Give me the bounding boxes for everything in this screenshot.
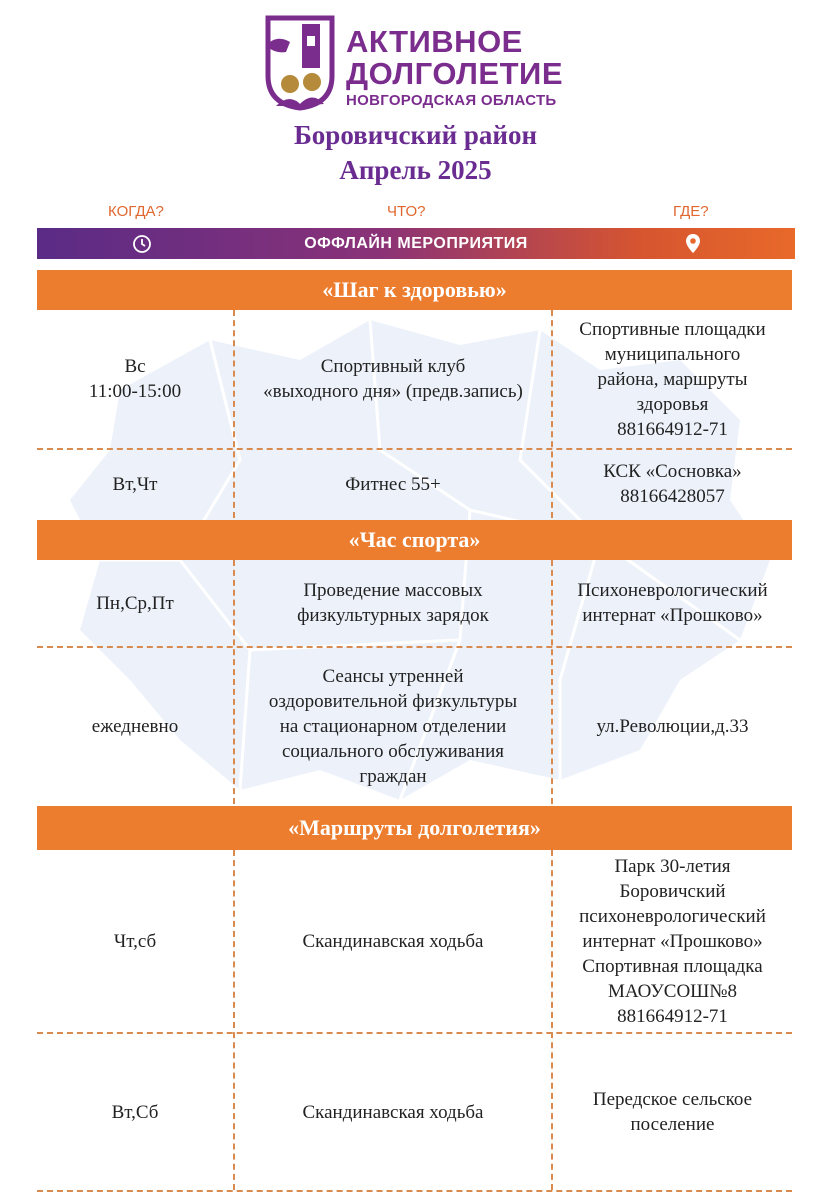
cell-what: Сеансы утренней оздоровительной физкульт… bbox=[268, 665, 518, 787]
offline-events-banner: ОФФЛАЙН МЕРОПРИЯТИЯ bbox=[37, 228, 795, 259]
district-title: Боровичский район bbox=[293, 120, 538, 150]
cell-where: Парк 30-летия Боровичский психоневрологи… bbox=[579, 855, 766, 1027]
banner-title: ОФФЛАЙН МЕРОПРИЯТИЯ bbox=[304, 235, 528, 252]
table-bottom-border bbox=[37, 1190, 792, 1192]
column-label-when: КОГДА? bbox=[108, 203, 164, 220]
cell-where: Передское сельское поселение bbox=[592, 1089, 753, 1135]
section-header-sport-hour: «Час спорта» bbox=[37, 520, 792, 560]
row-divider bbox=[37, 448, 792, 450]
column-divider bbox=[551, 560, 553, 804]
column-divider bbox=[551, 310, 553, 518]
cell-what: Спортивный клуб «выходного дня» (предв.з… bbox=[263, 356, 523, 402]
cell-where: КСК «Сосновка» 88166428057 bbox=[603, 461, 742, 507]
column-divider bbox=[551, 850, 553, 1190]
cell-what: Проведение массовых физкультурных зарядо… bbox=[297, 580, 489, 626]
column-label-where: ГДЕ? bbox=[673, 203, 709, 220]
logo-emblem-icon bbox=[265, 15, 335, 111]
column-divider bbox=[233, 560, 235, 804]
section-header-step-to-health: «Шаг к здоровью» bbox=[37, 270, 792, 310]
cell-what: Скандинавская ходьба bbox=[302, 1101, 484, 1123]
section-header-longevity-routes: «Маршруты долголетия» bbox=[37, 806, 792, 850]
cell-when: Чт,сб bbox=[113, 930, 157, 952]
cell-where: ул.Революции,д.33 bbox=[596, 715, 749, 737]
cell-where: Спортивные площадки муниципального район… bbox=[579, 318, 766, 440]
cell-when: Вт,Сб bbox=[111, 1101, 159, 1123]
cell-what: Фитнес 55+ bbox=[345, 473, 441, 495]
cell-where: Психоневрологический интернат «Прошково» bbox=[577, 580, 768, 626]
logo-title-line2: ДОЛГОЛЕТИЕ bbox=[346, 56, 564, 91]
logo-region: НОВГОРОДСКАЯ ОБЛАСТЬ bbox=[346, 92, 557, 109]
period-title: Апрель 2025 bbox=[339, 155, 492, 185]
cell-when: ежедневно bbox=[91, 715, 179, 737]
logo: АКТИВНОЕ ДОЛГОЛЕТИЕ НОВГОРОДСКАЯ ОБЛАСТЬ bbox=[262, 12, 582, 112]
cell-when: Вс 11:00-15:00 bbox=[88, 356, 182, 402]
location-pin-icon bbox=[686, 234, 700, 253]
column-divider bbox=[233, 850, 235, 1190]
cell-when: Пн,Ср,Пт bbox=[96, 592, 174, 614]
logo-title-line1: АКТИВНОЕ bbox=[346, 24, 523, 59]
cell-what: Скандинавская ходьба bbox=[302, 930, 484, 952]
cell-when: Вт,Чт bbox=[112, 473, 158, 495]
row-divider bbox=[37, 1032, 792, 1034]
column-divider bbox=[233, 310, 235, 518]
column-label-what: ЧТО? bbox=[387, 203, 426, 220]
clock-icon bbox=[133, 235, 151, 253]
row-divider bbox=[37, 646, 792, 648]
